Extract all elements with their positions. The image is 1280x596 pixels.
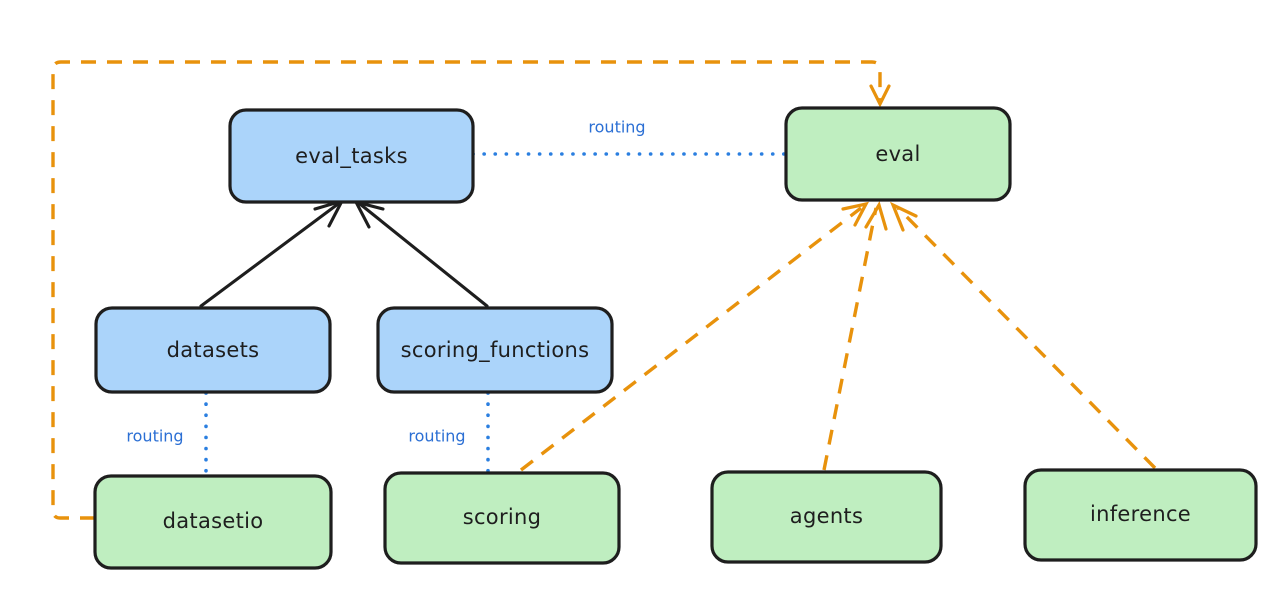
- node-scoring-label: scoring: [463, 505, 542, 529]
- node-datasets-label: datasets: [167, 338, 260, 362]
- node-agents-shape[interactable]: [710, 470, 943, 564]
- node-scoring-shape[interactable]: [383, 471, 621, 565]
- edge-label-routing-scoring_functions-scoring: routing: [408, 427, 465, 446]
- node-scoring_functions-shape[interactable]: [376, 306, 614, 394]
- node-eval-shape[interactable]: [784, 106, 1012, 202]
- node-eval-label: eval: [875, 142, 920, 166]
- node-datasetio[interactable]: datasetio: [93, 474, 333, 570]
- node-eval_tasks-shape[interactable]: [228, 108, 475, 204]
- node-inference[interactable]: inference: [1023, 468, 1258, 562]
- node-inference-shape[interactable]: [1023, 468, 1258, 562]
- edge-scoring-to-eval: [519, 201, 870, 472]
- edge-scoring_functions-to-eval_tasks: [353, 199, 489, 308]
- node-eval[interactable]: eval: [784, 106, 1012, 202]
- nodes-layer: eval_tasks eval datasets scoring_functio…: [93, 106, 1258, 570]
- node-datasets[interactable]: datasets: [94, 306, 332, 394]
- node-scoring_functions-label: scoring_functions: [401, 338, 590, 363]
- edge-label-routing-eval_tasks-eval: routing: [588, 118, 645, 137]
- node-agents[interactable]: agents: [710, 470, 943, 564]
- edge-datasets-to-eval_tasks: [199, 198, 346, 308]
- node-eval_tasks[interactable]: eval_tasks: [228, 108, 475, 204]
- node-datasets-shape[interactable]: [94, 306, 332, 394]
- edge-label-routing-datasets-datasetio: routing: [126, 427, 183, 446]
- edge-inference-to-eval: [889, 201, 1157, 470]
- edge-agents-to-eval: [822, 201, 888, 471]
- node-datasetio-label: datasetio: [163, 509, 264, 533]
- node-scoring[interactable]: scoring: [383, 471, 621, 565]
- edge-datasetio-to-eval: [51, 60, 891, 520]
- node-agents-label: agents: [790, 504, 863, 528]
- node-datasetio-shape[interactable]: [93, 474, 333, 570]
- node-inference-label: inference: [1090, 502, 1191, 526]
- node-eval_tasks-label: eval_tasks: [295, 144, 408, 169]
- edges-layer: [51, 60, 1157, 520]
- node-scoring_functions[interactable]: scoring_functions: [376, 306, 614, 394]
- edge-labels-layer: routing routing routing: [126, 118, 645, 446]
